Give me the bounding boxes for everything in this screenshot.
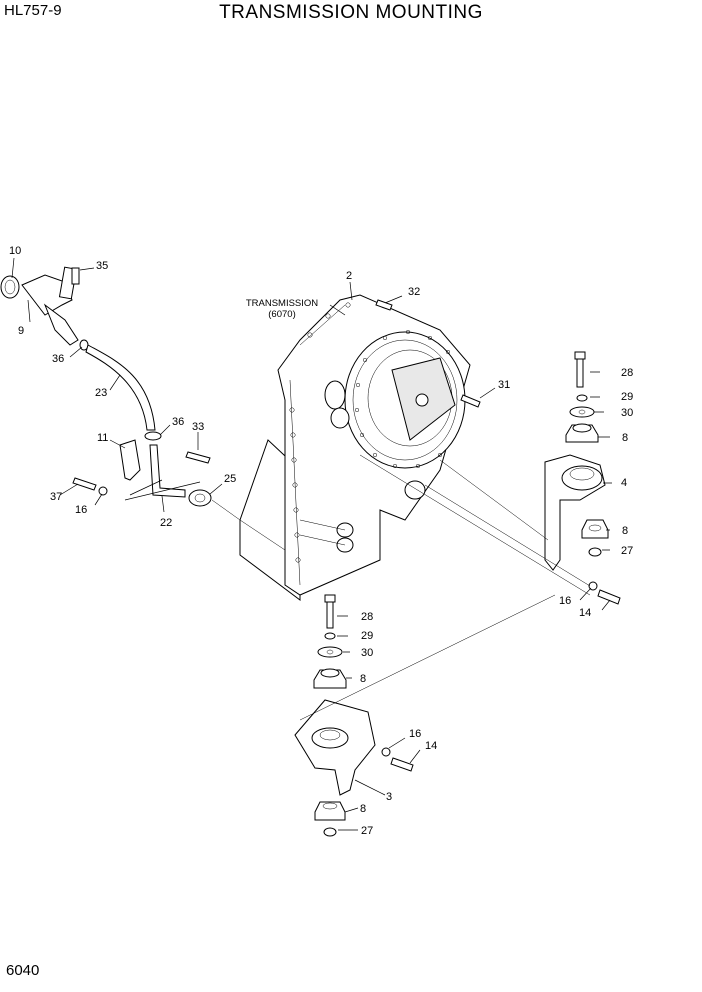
callout-29: 29 [621, 391, 633, 403]
callout-16: 16 [559, 595, 571, 607]
callout-9: 9 [18, 325, 24, 337]
callout-35: 35 [96, 260, 108, 272]
breather-assembly [0, 257, 241, 521]
callout-27: 27 [361, 825, 373, 837]
callout-36: 36 [52, 353, 64, 365]
callout-14: 14 [425, 740, 437, 752]
transmission-note-line1: TRANSMISSION [246, 298, 318, 309]
callout-4: 4 [621, 477, 627, 489]
callout-28: 28 [361, 611, 373, 623]
callout-27: 27 [621, 545, 633, 557]
transmission-housing [239, 294, 471, 601]
page-number: 6040 [6, 962, 40, 979]
callout-37: 37 [50, 491, 62, 503]
callout-30: 30 [621, 407, 633, 419]
callout-11: 11 [97, 432, 108, 444]
callout-32: 32 [408, 286, 420, 298]
callout-2: 2 [346, 270, 352, 282]
callout-16: 16 [75, 504, 87, 516]
callout-31: 31 [498, 379, 510, 391]
callout-14: 14 [579, 607, 591, 619]
callout-10: 10 [9, 245, 21, 257]
callout-29: 29 [361, 630, 373, 642]
callout-28: 28 [621, 367, 633, 379]
callout-8: 8 [360, 673, 366, 685]
callout-23: 23 [95, 387, 107, 399]
callout-25: 25 [224, 473, 236, 485]
transmission-note-line2: (6070) [268, 309, 295, 320]
page-title: TRANSMISSION MOUNTING [219, 2, 483, 23]
callout-36: 36 [172, 416, 184, 428]
callout-30: 30 [361, 647, 373, 659]
callout-16: 16 [409, 728, 421, 740]
callout-22: 22 [160, 517, 172, 529]
bottom-mount-assembly [294, 454, 591, 837]
callout-8: 8 [622, 525, 628, 537]
right-mount-assembly [424, 351, 621, 611]
callout-8: 8 [360, 803, 366, 815]
callout-33: 33 [192, 421, 204, 433]
callout-8: 8 [622, 432, 628, 444]
callout-3: 3 [386, 791, 392, 803]
model-code: HL757-9 [4, 2, 62, 19]
